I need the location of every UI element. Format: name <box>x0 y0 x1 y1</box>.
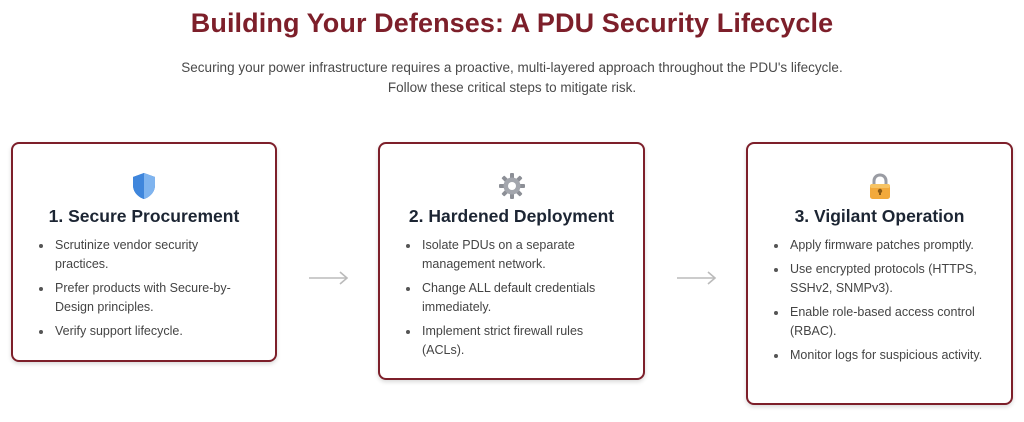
step-list: Isolate PDUs on a separate management ne… <box>402 236 621 365</box>
list-item: Scrutinize vendor security practices. <box>35 236 253 274</box>
shield-icon <box>13 172 275 200</box>
gear-icon <box>380 172 643 200</box>
step-card-procurement: 1. Secure Procurement Scrutinize vendor … <box>11 142 277 362</box>
arrow-right-icon <box>309 271 349 285</box>
list-item: Implement strict firewall rules (ACLs). <box>402 322 621 360</box>
list-item: Change ALL default credentials immediate… <box>402 279 621 317</box>
step-card-operation: 3. Vigilant Operation Apply firmware pat… <box>746 142 1013 405</box>
step-list: Scrutinize vendor security practices. Pr… <box>35 236 253 346</box>
list-item: Enable role-based access control (RBAC). <box>770 303 989 341</box>
step-title: 1. Secure Procurement <box>48 206 240 226</box>
list-item: Isolate PDUs on a separate management ne… <box>402 236 621 274</box>
list-item: Prefer products with Secure-by-Design pr… <box>35 279 253 317</box>
step-title: 3. Vigilant Operation <box>794 206 965 226</box>
arrow-right-icon <box>677 271 717 285</box>
page-subtitle: Securing your power infrastructure requi… <box>181 60 843 95</box>
list-item: Verify support lifecycle. <box>35 322 253 341</box>
page-title: Building Your Defenses: A PDU Security L… <box>190 8 834 38</box>
list-item: Monitor logs for suspicious activity. <box>770 346 989 365</box>
step-card-deployment: 2. Hardened Deployment Isolate PDUs on a… <box>378 142 645 380</box>
lock-icon <box>748 172 1011 200</box>
step-title: 2. Hardened Deployment <box>408 206 615 226</box>
step-list: Apply firmware patches promptly. Use enc… <box>770 236 989 370</box>
list-item: Use encrypted protocols (HTTPS, SSHv2, S… <box>770 260 989 298</box>
list-item: Apply firmware patches promptly. <box>770 236 989 255</box>
